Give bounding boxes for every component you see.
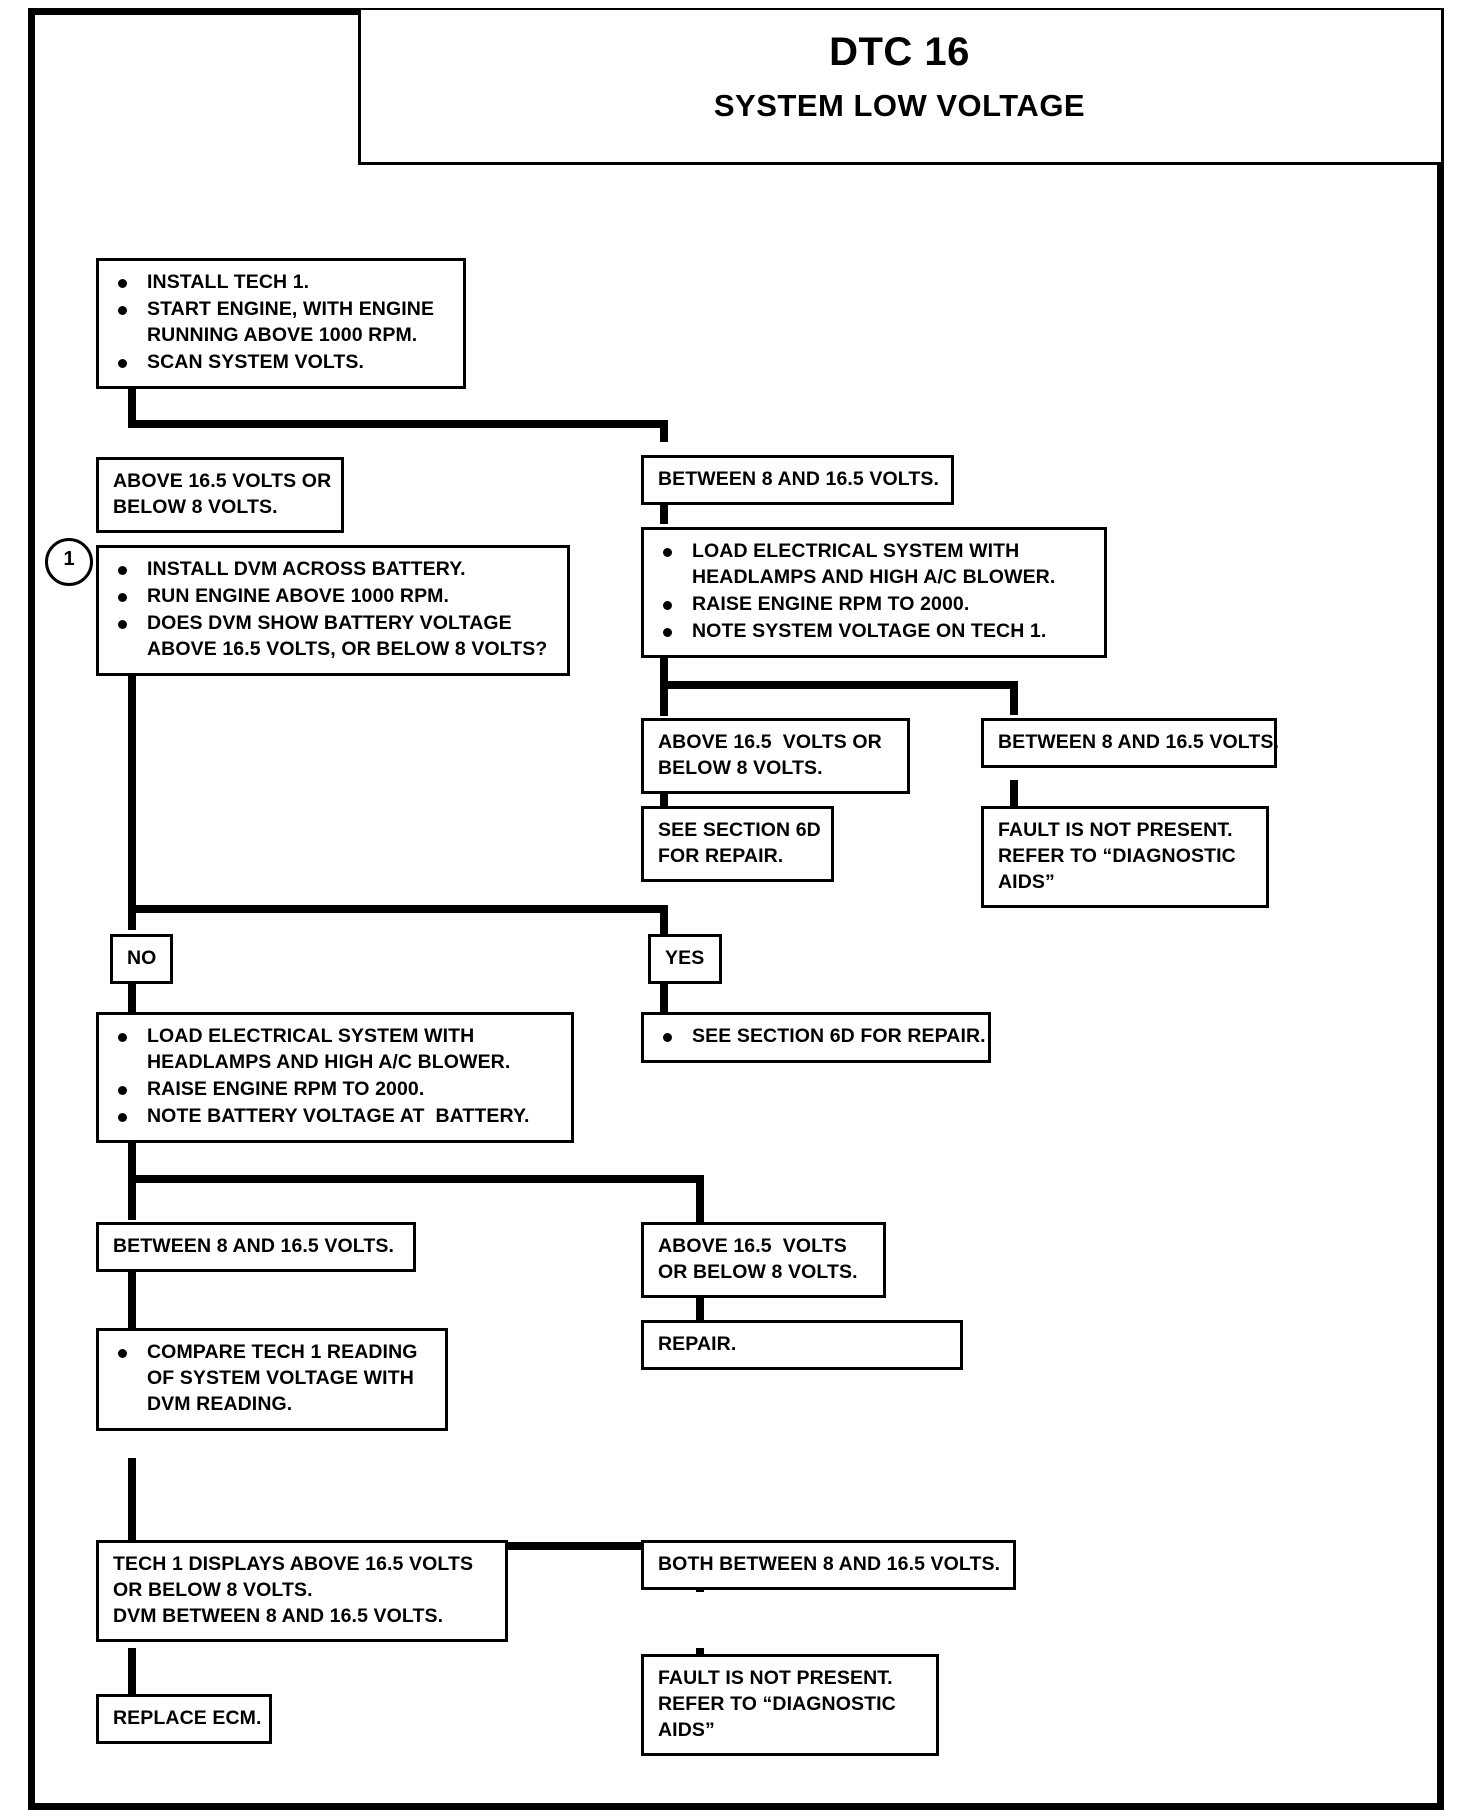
- connector-leftload-r-down: [696, 1175, 704, 1223]
- connector-leftoor-to-repair: [696, 1288, 704, 1320]
- node-fault-not-present-diagnostic-aids-bottom: FAULT IS NOT PRESENT. REFER TO “DIAGNOST…: [641, 1654, 939, 1756]
- connector-rightload-r-down: [1010, 681, 1018, 715]
- bullet-item: NOTE SYSTEM VOLTAGE ON TECH 1.: [656, 619, 1094, 645]
- connector-leftload-bar: [128, 1175, 704, 1183]
- node-replace-ecm: REPLACE ECM.: [96, 1694, 272, 1744]
- bullet-item: RUN ENGINE ABOVE 1000 RPM.: [111, 584, 557, 610]
- node-fault-not-present-diagnostic-aids: FAULT IS NOT PRESENT. REFER TO “DIAGNOST…: [981, 806, 1269, 908]
- node-install-tech-1: INSTALL TECH 1. START ENGINE, WITH ENGIN…: [96, 258, 466, 389]
- page-title-code: DTC 16: [829, 30, 970, 74]
- node-between-8-and-16-5-battery: BETWEEN 8 AND 16.5 VOLTS.: [96, 1222, 416, 1272]
- node-both-between-8-and-16-5: BOTH BETWEEN 8 AND 16.5 VOLTS.: [641, 1540, 1016, 1590]
- node-answer-yes: YES: [648, 934, 722, 984]
- connector-dvm-split-bar: [128, 905, 668, 913]
- page-border-left: [28, 8, 35, 1810]
- connector-rightload-bar: [660, 681, 1018, 689]
- page-title-description: SYSTEM LOW VOLTAGE: [713, 88, 1086, 123]
- node-see-section-6d-for-repair-yes: SEE SECTION 6D FOR REPAIR.: [641, 1012, 991, 1063]
- connector-yes-to-result: [660, 968, 668, 1012]
- bullet-item: SEE SECTION 6D FOR REPAIR.: [656, 1024, 986, 1050]
- node-above-16-5-or-below-8-battery: ABOVE 16.5 VOLTS OR BELOW 8 VOLTS.: [641, 1222, 886, 1298]
- bullet-item: INSTALL TECH 1.: [111, 270, 453, 296]
- node-load-electrical-system-battery: LOAD ELECTRICAL SYSTEM WITH HEADLAMPS AN…: [96, 1012, 574, 1143]
- bullet-item: RAISE ENGINE RPM TO 2000.: [656, 592, 1094, 618]
- bullet-item: SCAN SYSTEM VOLTS.: [111, 350, 453, 376]
- node-install-dvm-across-battery: INSTALL DVM ACROSS BATTERY. RUN ENGINE A…: [96, 545, 570, 676]
- connector-compare-down: [128, 1458, 136, 1594]
- connector-start-right-down: [660, 420, 668, 442]
- connector-leftload-down: [128, 1110, 136, 1220]
- node-between-8-and-16-5: BETWEEN 8 AND 16.5 VOLTS.: [641, 455, 954, 505]
- connector-rightir-to-fault: [1010, 780, 1018, 806]
- bullet-item: NOTE BATTERY VOLTAGE AT BATTERY.: [111, 1104, 561, 1130]
- reference-marker-1: 1: [45, 538, 93, 586]
- connector-rightload-down: [660, 642, 668, 716]
- bullet-item: COMPARE TECH 1 READING OF SYSTEM VOLTAGE…: [111, 1340, 435, 1418]
- page-border-bottom: [28, 1803, 1444, 1810]
- bullet-item: LOAD ELECTRICAL SYSTEM WITH HEADLAMPS AN…: [656, 539, 1094, 591]
- connector-leftir-to-compare: [128, 1262, 136, 1328]
- bullet-item: INSTALL DVM ACROSS BATTERY.: [111, 557, 557, 583]
- node-above-16-5-or-below-8-loaded: ABOVE 16.5 VOLTS OR BELOW 8 VOLTS.: [641, 718, 910, 794]
- bullet-item: DOES DVM SHOW BATTERY VOLTAGE ABOVE 16.5…: [111, 611, 557, 663]
- node-above-or-below-range: ABOVE 16.5 VOLTS OR BELOW 8 VOLTS.: [96, 457, 344, 533]
- bullet-item: LOAD ELECTRICAL SYSTEM WITH HEADLAMPS AN…: [111, 1024, 561, 1076]
- node-compare-tech-1-with-dvm: COMPARE TECH 1 READING OF SYSTEM VOLTAGE…: [96, 1328, 448, 1431]
- page-border-right: [1437, 8, 1444, 1810]
- title-banner: [358, 10, 1441, 165]
- connector-no-to-load: [128, 968, 136, 1012]
- node-tech-1-displays-out-of-range: TECH 1 DISPLAYS ABOVE 16.5 VOLTS OR BELO…: [96, 1540, 508, 1642]
- node-repair: REPAIR.: [641, 1320, 963, 1370]
- connector-dvm-yes-down: [660, 905, 668, 935]
- connector-dvm-down: [128, 668, 136, 930]
- node-between-8-and-16-5-loaded: BETWEEN 8 AND 16.5 VOLTS.: [981, 718, 1279, 768]
- bullet-item: RAISE ENGINE RPM TO 2000.: [111, 1077, 561, 1103]
- node-see-section-6d-for-repair: SEE SECTION 6D FOR REPAIR.: [641, 806, 834, 882]
- connector-mismatch-to-ecm: [128, 1648, 136, 1694]
- connector-start-split-bar: [128, 420, 668, 428]
- node-answer-no: NO: [110, 934, 173, 984]
- node-load-electrical-system-tech1: LOAD ELECTRICAL SYSTEM WITH HEADLAMPS AN…: [641, 527, 1107, 658]
- bullet-item: START ENGINE, WITH ENGINE RUNNING ABOVE …: [111, 297, 453, 349]
